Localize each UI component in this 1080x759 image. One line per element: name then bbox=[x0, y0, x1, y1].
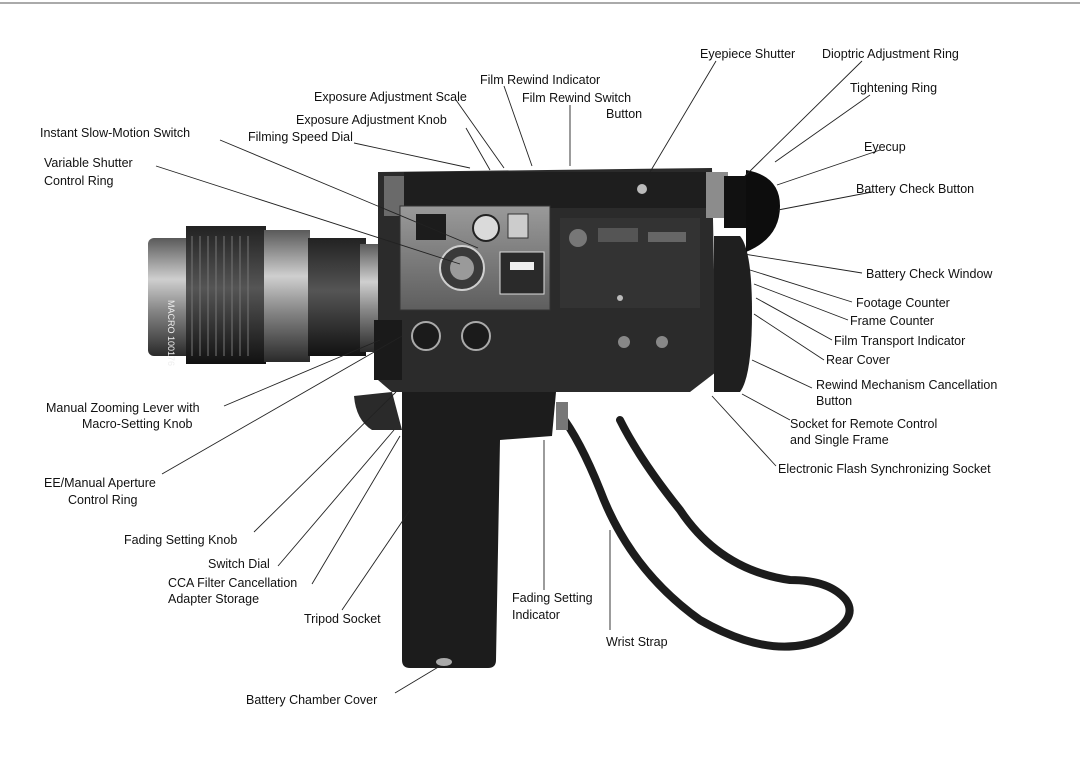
grip-bracket bbox=[354, 392, 402, 430]
labels: Eyepiece Shutter Dioptric Adjustment Rin… bbox=[40, 47, 997, 707]
label-ee-aperture: EE/Manual Aperture bbox=[44, 476, 156, 490]
eyepiece-tube bbox=[706, 172, 728, 218]
label-exposure-knob: Exposure Adjustment Knob bbox=[296, 113, 447, 127]
fading-knob-shape bbox=[411, 321, 441, 351]
label-rear-cover: Rear Cover bbox=[826, 353, 890, 367]
label-film-rewind-switch: Film Rewind Switch bbox=[522, 91, 631, 105]
label-manual-zoom-2: Macro-Setting Knob bbox=[82, 417, 193, 431]
slow-motion-switch-shape bbox=[510, 262, 534, 270]
label-battery-check-button: Battery Check Button bbox=[856, 182, 974, 196]
label-filming-speed-dial: Filming Speed Dial bbox=[248, 130, 353, 144]
label-remote-socket: Socket for Remote Control bbox=[790, 417, 937, 431]
lens-front-ring bbox=[148, 238, 196, 356]
pistol-grip bbox=[402, 392, 556, 668]
label-ee-aperture-2: Control Ring bbox=[68, 493, 138, 507]
slow-motion-panel bbox=[499, 251, 545, 295]
eyepiece-shutter-knob bbox=[637, 184, 647, 194]
label-eyepiece-shutter: Eyepiece Shutter bbox=[700, 47, 795, 61]
frame-window bbox=[648, 232, 686, 242]
label-film-transport-indicator: Film Transport Indicator bbox=[834, 334, 965, 348]
battery-knob-shape bbox=[569, 229, 587, 247]
label-fading-indicator-2: Indicator bbox=[512, 608, 560, 622]
lens-focus-ring bbox=[264, 230, 310, 362]
label-remote-socket-2: and Single Frame bbox=[790, 433, 889, 447]
label-eyecup: Eyecup bbox=[864, 140, 906, 154]
label-dioptric-ring: Dioptric Adjustment Ring bbox=[822, 47, 959, 61]
label-exposure-scale: Exposure Adjustment Scale bbox=[314, 90, 467, 104]
remote-socket-shape bbox=[656, 336, 668, 348]
diopter-ring-shape bbox=[724, 176, 750, 228]
filming-speed-dial-hub bbox=[450, 256, 474, 280]
switch-dial-shape bbox=[461, 321, 491, 351]
label-tripod-socket: Tripod Socket bbox=[304, 612, 381, 626]
viewfinder-housing bbox=[404, 172, 710, 208]
label-manual-zoom: Manual Zooming Lever with bbox=[46, 401, 200, 415]
label-footage-counter: Footage Counter bbox=[856, 296, 950, 310]
exposure-window bbox=[416, 214, 446, 240]
label-cca-filter-2: Adapter Storage bbox=[168, 592, 259, 606]
footage-window bbox=[598, 228, 638, 242]
label-cca-filter: CCA Filter Cancellation bbox=[168, 576, 297, 590]
eyecup-shape bbox=[746, 170, 780, 252]
strap-clip bbox=[556, 402, 568, 430]
label-switch-dial: Switch Dial bbox=[208, 557, 270, 571]
label-frame-counter: Frame Counter bbox=[850, 314, 934, 328]
label-flash-socket: Electronic Flash Synchronizing Socket bbox=[778, 462, 991, 476]
leader-lines bbox=[155, 60, 881, 694]
label-battery-check-window: Battery Check Window bbox=[866, 267, 993, 281]
lens-rear-barrel bbox=[308, 238, 366, 356]
exposure-knob-shape bbox=[472, 214, 500, 242]
label-fading-indicator: Fading Setting bbox=[512, 591, 593, 605]
rewind-cancel-shape bbox=[618, 336, 630, 348]
zoom-lever-shape bbox=[374, 320, 402, 380]
label-variable-shutter: Variable Shutter bbox=[44, 156, 133, 170]
rewind-switch-shape bbox=[507, 213, 529, 239]
label-slow-motion-switch: Instant Slow-Motion Switch bbox=[40, 126, 190, 140]
label-battery-chamber-cover: Battery Chamber Cover bbox=[246, 693, 377, 707]
transport-dot bbox=[617, 295, 623, 301]
lens-zoom-barrel bbox=[186, 226, 266, 364]
label-fading-knob: Fading Setting Knob bbox=[124, 533, 237, 547]
camera-illustration: MACRO 100176 bbox=[148, 168, 854, 668]
rear-cover-shape bbox=[714, 236, 752, 392]
label-film-rewind-switch-2: Button bbox=[606, 107, 642, 121]
label-tightening-ring: Tightening Ring bbox=[850, 81, 937, 95]
lens-engraving: MACRO 100176 bbox=[166, 300, 176, 366]
label-wrist-strap: Wrist Strap bbox=[606, 635, 668, 649]
label-film-rewind-indicator: Film Rewind Indicator bbox=[480, 73, 600, 87]
label-rewind-cancel-2: Button bbox=[816, 394, 852, 408]
battery-cover-screw bbox=[436, 658, 452, 666]
label-rewind-cancel: Rewind Mechanism Cancellation bbox=[816, 378, 997, 392]
wrist-strap-shape bbox=[556, 410, 854, 651]
label-variable-shutter-2: Control Ring bbox=[44, 174, 114, 188]
